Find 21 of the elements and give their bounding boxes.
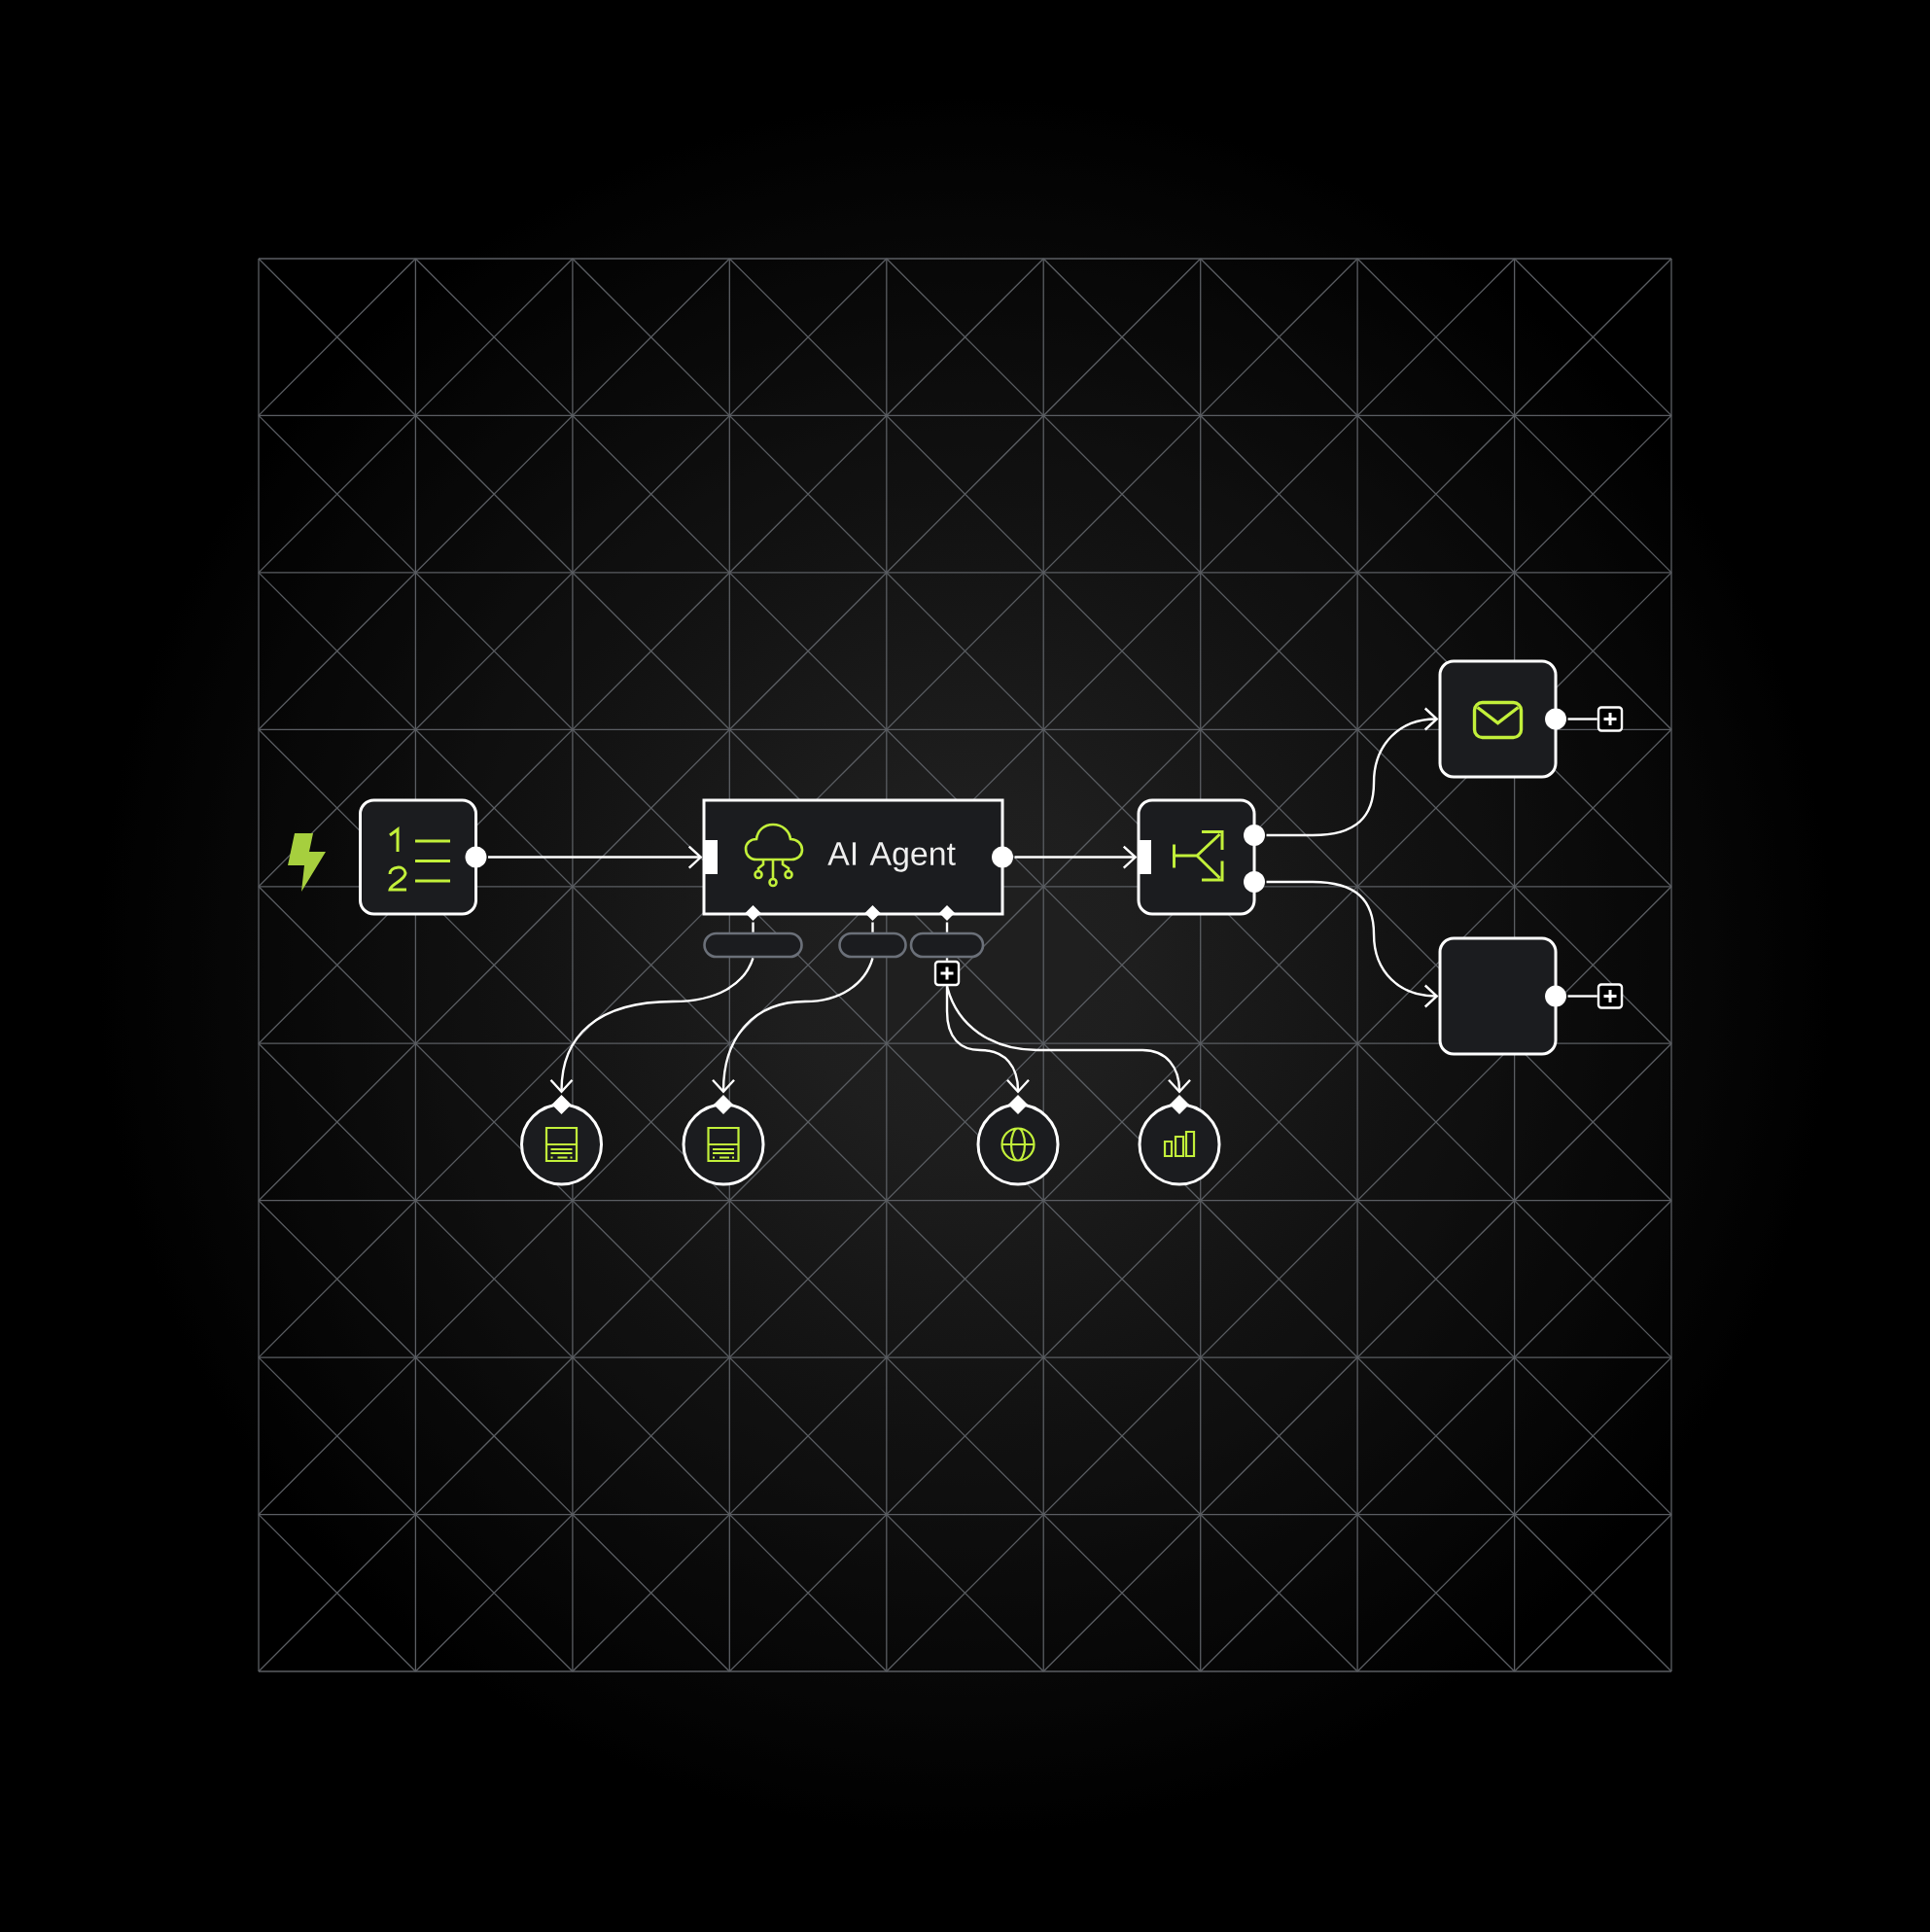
arrow [945, 985, 1191, 1094]
connector-line [945, 922, 949, 932]
connector-line [871, 922, 874, 932]
empty-pill [909, 931, 985, 959]
arrow [712, 957, 874, 1094]
add-button [933, 960, 961, 987]
arrow [549, 957, 754, 1094]
arrow [1266, 880, 1439, 1008]
arrow [945, 986, 1030, 1094]
add-button [1597, 983, 1624, 1009]
empty-pill [703, 931, 803, 959]
arrow [488, 845, 703, 869]
arrow [1266, 707, 1439, 837]
agent-box: AI Agent [702, 798, 1004, 916]
empty-pill [838, 931, 907, 959]
add-button [1597, 706, 1624, 732]
connector-line [752, 922, 754, 932]
connector-line [1567, 995, 1597, 998]
connector-line [1567, 718, 1597, 720]
arrow [1014, 845, 1138, 869]
connector-line [945, 958, 949, 961]
